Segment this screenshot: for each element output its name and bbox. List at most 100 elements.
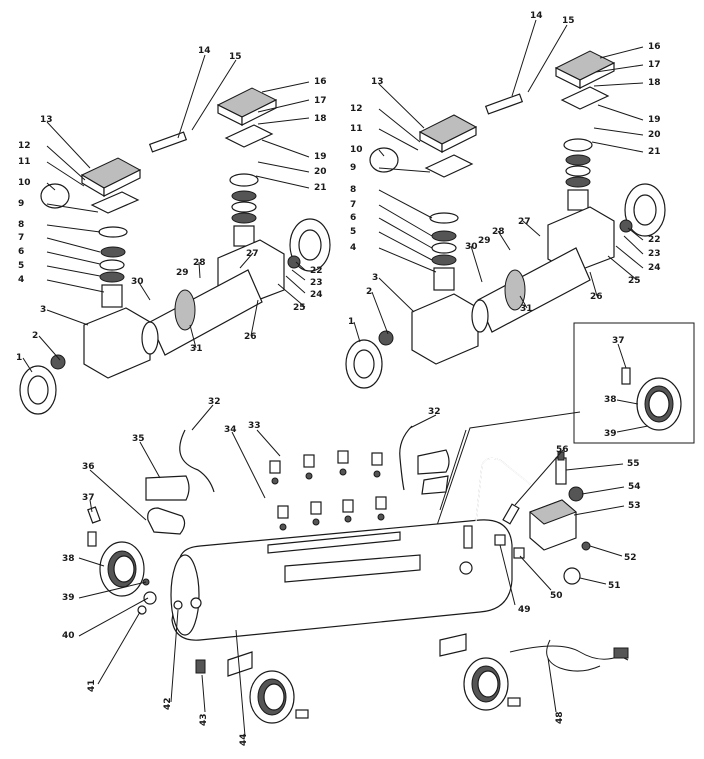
callout-28: 28 bbox=[193, 258, 206, 268]
callout-16-right: 16 bbox=[648, 42, 661, 52]
callout-40: 40 bbox=[62, 631, 75, 641]
callout-25-right: 25 bbox=[628, 276, 641, 286]
tank-fitting bbox=[463, 525, 473, 549]
callout-14: 14 bbox=[198, 46, 211, 56]
callout-48: 48 bbox=[555, 711, 565, 724]
callout-12-right: 12 bbox=[350, 104, 363, 114]
wheel-bolt-inset bbox=[621, 367, 631, 385]
pressure-switch bbox=[529, 499, 577, 551]
air-filter-right bbox=[369, 147, 399, 173]
fan-right-b bbox=[619, 183, 666, 237]
callout-26: 26 bbox=[244, 332, 257, 342]
plug-42 bbox=[173, 600, 183, 610]
motor-left bbox=[141, 269, 263, 356]
callout-34: 34 bbox=[224, 425, 237, 435]
air-tank bbox=[170, 519, 513, 677]
fan-right-a bbox=[345, 330, 394, 389]
fan-left-b bbox=[287, 218, 331, 272]
wheel-hub-40 bbox=[143, 591, 157, 605]
callout-29-right: 29 bbox=[478, 236, 491, 246]
callout-38: 38 bbox=[62, 554, 75, 564]
callout-8-right: 8 bbox=[350, 185, 356, 195]
cylinder-rings-right-a bbox=[429, 212, 459, 291]
callout-23: 23 bbox=[310, 278, 323, 288]
callout-13-right: 13 bbox=[371, 77, 384, 87]
callout-41: 41 bbox=[87, 679, 97, 692]
callout-35: 35 bbox=[132, 434, 145, 444]
mounting-plate-1 bbox=[267, 531, 401, 554]
callout-8: 8 bbox=[18, 220, 24, 230]
tank-handle bbox=[475, 457, 531, 523]
transfer-tube-right bbox=[484, 93, 524, 115]
assembly-arrow-2 bbox=[439, 429, 467, 511]
callout-2: 2 bbox=[32, 331, 38, 341]
callout-50: 50 bbox=[550, 591, 563, 601]
callout-7: 7 bbox=[18, 233, 24, 243]
callout-10-right: 10 bbox=[350, 145, 363, 155]
callout-31: 31 bbox=[190, 344, 203, 354]
outlet-pipe-left bbox=[179, 429, 215, 493]
callout-22: 22 bbox=[310, 266, 323, 276]
callout-7-right: 7 bbox=[350, 200, 356, 210]
callout-11-right: 11 bbox=[350, 124, 363, 134]
cylinder-head-left-a bbox=[80, 157, 142, 214]
callout-4-right: 4 bbox=[350, 243, 356, 253]
callout-24: 24 bbox=[310, 290, 323, 300]
belt-cover-36 bbox=[147, 507, 186, 535]
belt-cover-right bbox=[417, 449, 450, 475]
callout-18-right: 18 bbox=[648, 78, 661, 88]
callout-18: 18 bbox=[314, 114, 327, 124]
drain-valve bbox=[190, 597, 202, 609]
fitting-50 bbox=[513, 547, 525, 559]
callout-17-right: 17 bbox=[648, 60, 661, 70]
callout-15: 15 bbox=[229, 52, 242, 62]
callout-1-right: 1 bbox=[348, 317, 354, 327]
callout-3: 3 bbox=[40, 305, 46, 315]
bolt-37 bbox=[87, 506, 101, 524]
callout-30-right: 30 bbox=[465, 242, 478, 252]
air-filter-left bbox=[40, 183, 70, 209]
callout-10: 10 bbox=[18, 178, 31, 188]
cylinder-rings-left-b bbox=[229, 173, 259, 247]
wheel-left bbox=[87, 531, 157, 615]
callout-13: 13 bbox=[40, 115, 53, 125]
callout-19-right: 19 bbox=[648, 115, 661, 125]
callout-56: 56 bbox=[556, 445, 569, 455]
rubber-foot-43 bbox=[195, 659, 206, 674]
cylinder-rings-left-a bbox=[98, 226, 128, 308]
callout-12: 12 bbox=[18, 141, 31, 151]
callout-5: 5 bbox=[18, 261, 24, 271]
callout-16: 16 bbox=[314, 77, 327, 87]
callout-37: 37 bbox=[82, 493, 95, 503]
belt-cover-right-2 bbox=[421, 475, 449, 495]
callout-6: 6 bbox=[18, 247, 24, 257]
pump-assembly-left bbox=[19, 54, 331, 415]
callout-labels: 14 15 16 17 18 19 20 21 22 23 24 25 27 2… bbox=[16, 11, 661, 746]
mounting-plate-2 bbox=[284, 554, 421, 583]
callout-11: 11 bbox=[18, 157, 31, 167]
callout-6-right: 6 bbox=[350, 213, 356, 223]
cylinder-head-right-b bbox=[554, 50, 616, 110]
callout-31-right: 31 bbox=[520, 304, 533, 314]
cylinder-head-right-a bbox=[418, 114, 478, 178]
callout-9: 9 bbox=[18, 199, 24, 209]
callout-30: 30 bbox=[131, 277, 144, 287]
cylinder-head-left-b bbox=[216, 87, 278, 148]
safety-valve-56 bbox=[502, 503, 520, 525]
callout-38-inset: 38 bbox=[604, 395, 617, 405]
wheel-inset bbox=[573, 322, 695, 444]
callout-51: 51 bbox=[608, 581, 621, 591]
callout-20: 20 bbox=[314, 167, 327, 177]
assembly-arrow-1 bbox=[431, 411, 581, 541]
callout-22-right: 22 bbox=[648, 235, 661, 245]
callout-23-right: 23 bbox=[648, 249, 661, 259]
callout-43: 43 bbox=[199, 713, 209, 726]
outlet-pipe-right bbox=[399, 425, 413, 491]
callout-21: 21 bbox=[314, 183, 327, 193]
callout-14-right: 14 bbox=[530, 11, 543, 21]
crankcase-right bbox=[411, 293, 479, 365]
callout-9-right: 9 bbox=[350, 163, 356, 173]
gauge-52 bbox=[581, 541, 591, 551]
callout-29: 29 bbox=[176, 268, 189, 278]
